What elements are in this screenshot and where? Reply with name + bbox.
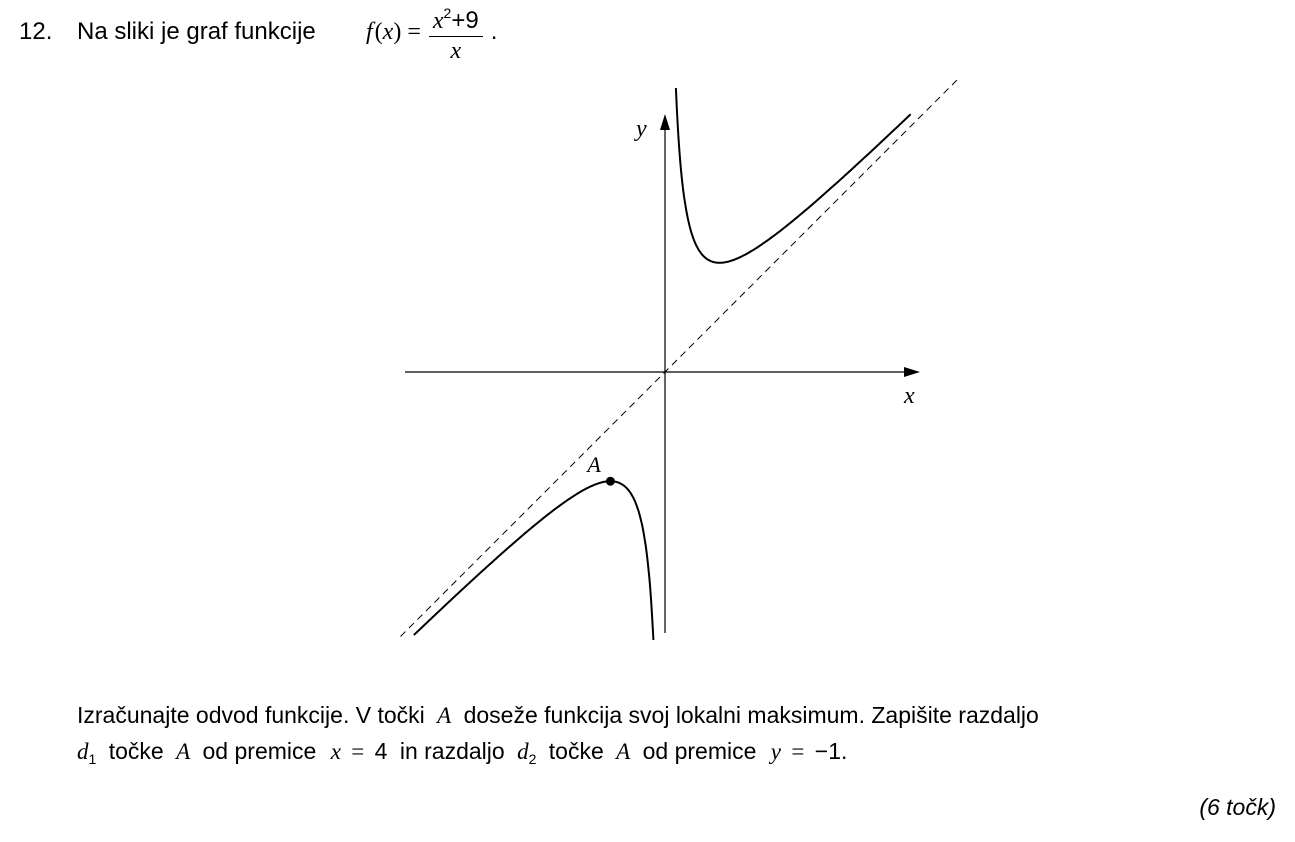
paragraph-text: in razdaljo (399, 738, 505, 764)
point-a-ref: A (176, 739, 191, 764)
formula-f: f (366, 18, 373, 45)
formula-paren-close: ) (393, 18, 402, 45)
paragraph-line-1: Izračunajte odvod funkcije. V točki A do… (77, 702, 1039, 729)
formula-paren-open: ( (374, 18, 383, 45)
point-a-marker (605, 476, 615, 486)
formula-denominator: x (450, 38, 462, 64)
y-axis-arrow-icon (660, 114, 670, 130)
line-y-equals: = (791, 739, 805, 764)
line-x-var: x (330, 739, 341, 764)
distance-d1-subscript: 1 (88, 751, 97, 767)
distance-d1: d (77, 739, 89, 764)
question-stem: Na sliki je graf funkcije (77, 18, 316, 45)
function-formula: f ( x ) = x2+9 x . (366, 0, 498, 65)
curve-right-branch (674, 88, 912, 264)
paragraph-text: točke (108, 738, 164, 764)
point-a-label: A (585, 452, 601, 477)
paragraph-text: od premice (202, 738, 317, 764)
distance-d2: d (517, 739, 529, 764)
formula-var: x (382, 18, 394, 45)
question-number: 12. (19, 18, 53, 45)
curve-left-branch (413, 480, 655, 640)
y-axis-label: y (634, 116, 647, 142)
numerator-exponent: 2 (443, 5, 452, 21)
line-x-value: 4 (374, 738, 388, 764)
numerator-x: x (432, 8, 444, 34)
line-x-equals: = (351, 739, 365, 764)
point-a-ref: A (616, 739, 631, 764)
formula-numerator: x2+9 (428, 0, 483, 37)
line-y-value: −1. (814, 738, 848, 764)
line-y-var: y (770, 739, 781, 764)
paragraph-line-2: d1 točke A od premice x = 4 in razdaljo … (77, 738, 847, 767)
paragraph-text: doseže funkcija svoj lokalni maksimum. Z… (463, 702, 1039, 728)
numerator-plus-nine: +9 (451, 7, 479, 34)
paragraph-text: Izračunajte odvod funkcije. V točki (77, 702, 425, 728)
points-label: (6 točk) (1199, 794, 1276, 820)
x-axis-label: x (903, 383, 915, 409)
x-axis-arrow-icon (904, 367, 920, 377)
point-a-ref: A (437, 703, 452, 728)
paragraph-text: točke (548, 738, 604, 764)
formula-fraction: x2+9 x (428, 0, 483, 65)
paragraph-text: od premice (642, 738, 757, 764)
oblique-asymptote (400, 80, 958, 638)
formula-period: . (490, 18, 498, 45)
formula-equals: = (407, 18, 421, 45)
distance-d2-subscript: 2 (528, 751, 537, 767)
